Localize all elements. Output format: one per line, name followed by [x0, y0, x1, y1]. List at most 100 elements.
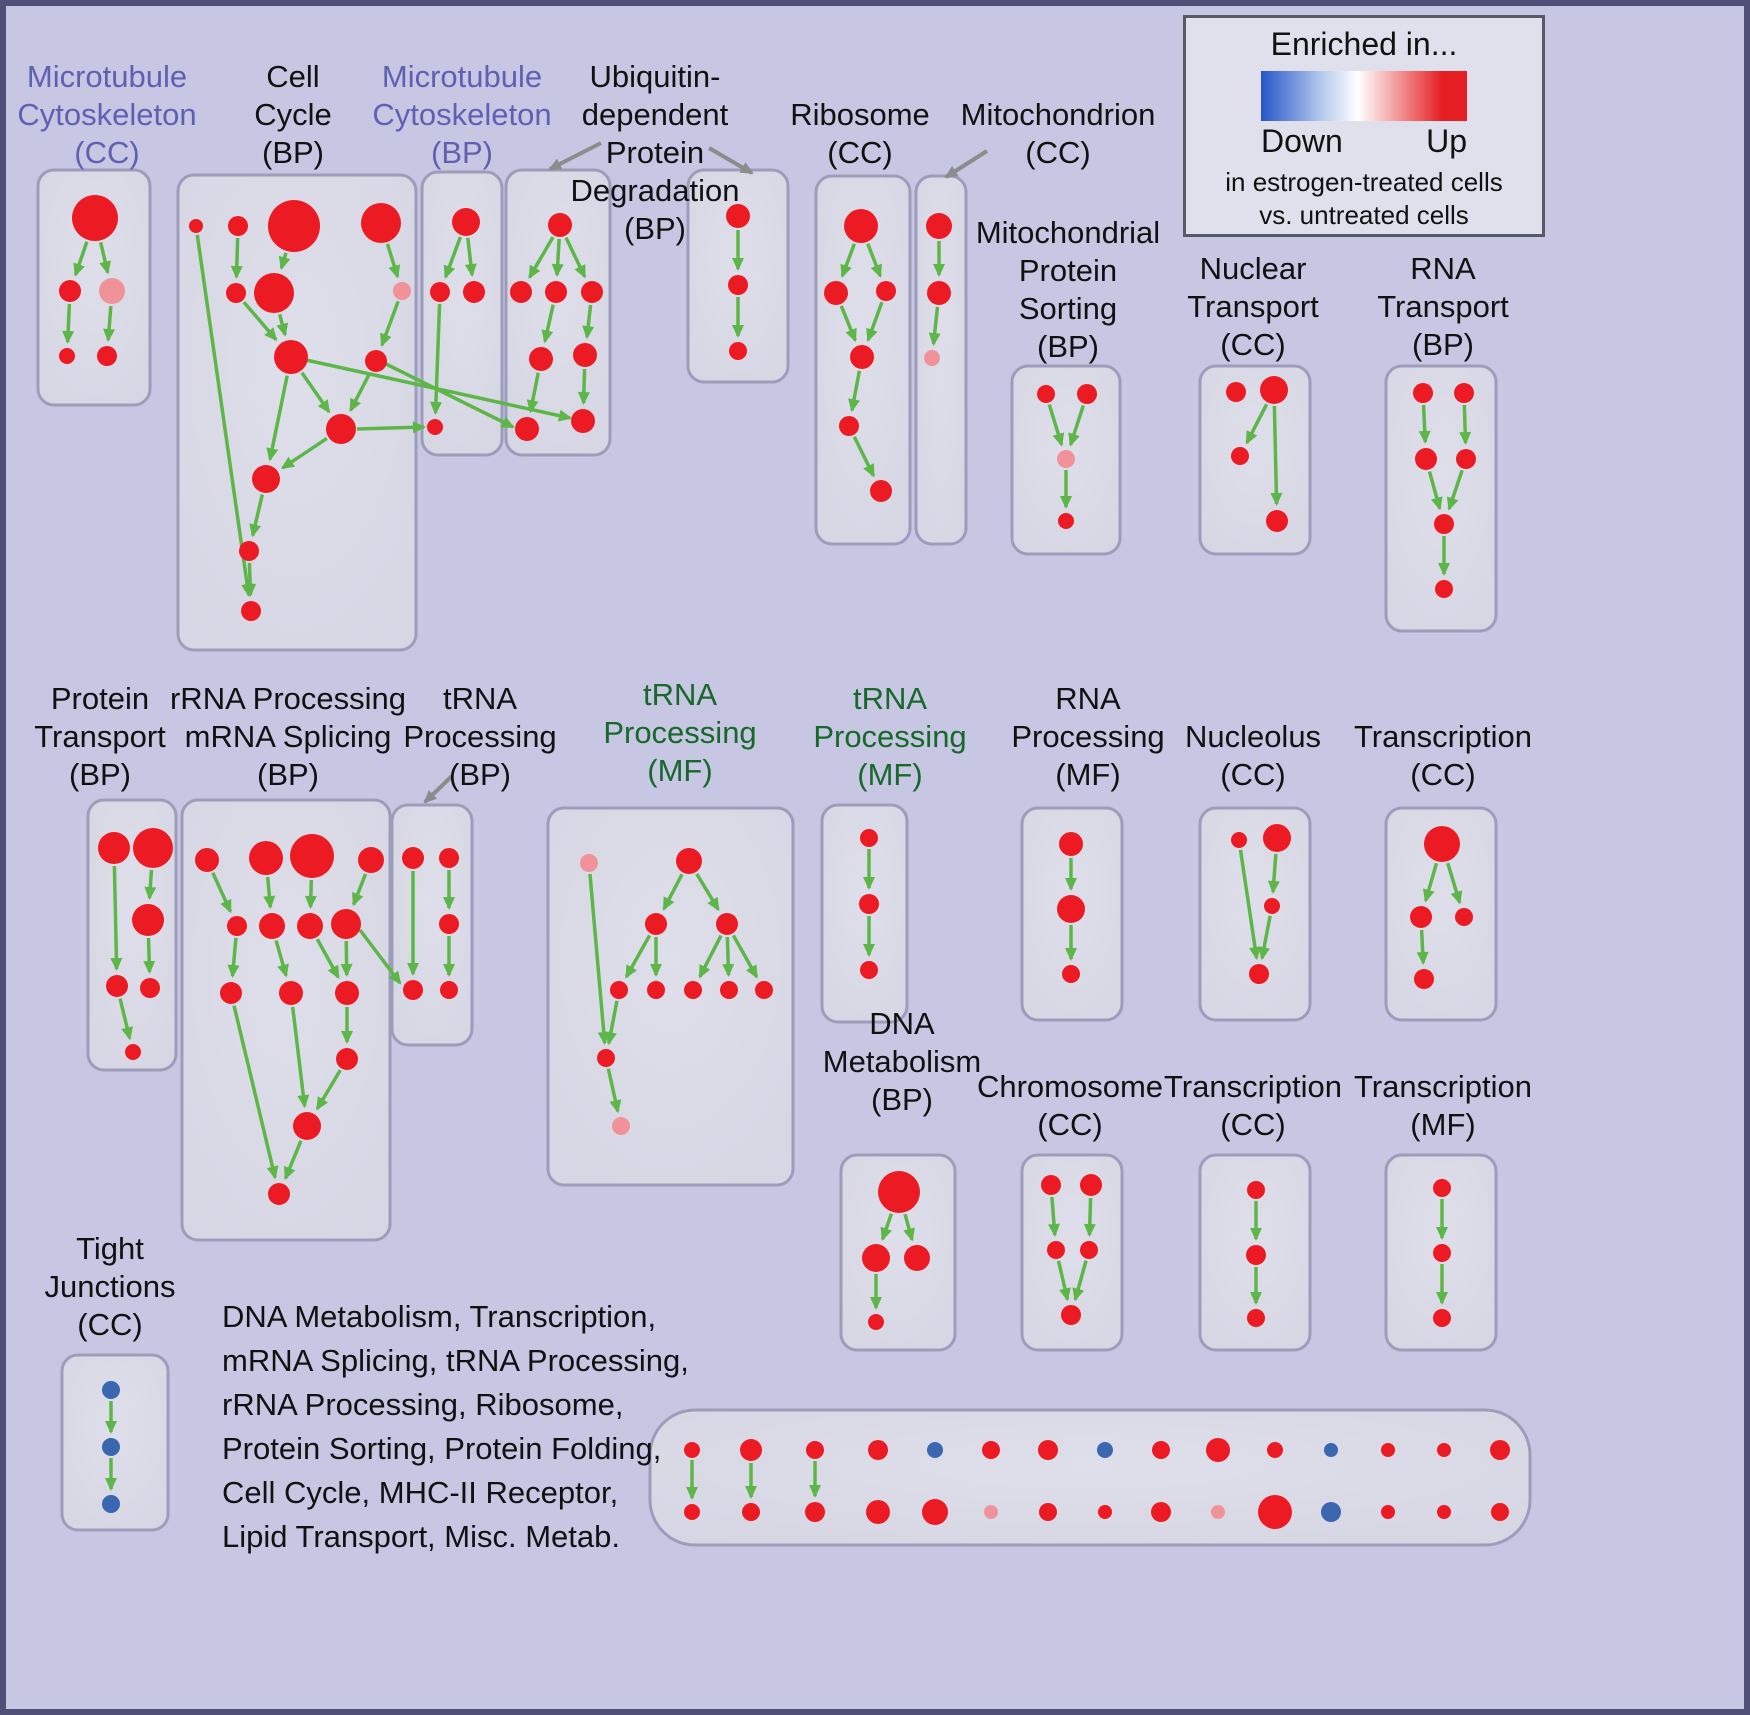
gene-node-red [403, 980, 423, 1000]
edge-arrow [1270, 405, 1283, 507]
gene-node-red [1490, 1440, 1510, 1460]
gene-node-red [427, 419, 443, 435]
gene-node-red [1249, 964, 1269, 984]
edge-arrow [839, 305, 857, 343]
gene-node-red [926, 213, 952, 239]
gene-node-blue [1321, 1502, 1341, 1522]
edge-arrow [62, 303, 75, 345]
gene-node-red [279, 981, 303, 1005]
gene-node-red [866, 1500, 890, 1524]
edge-arrow [110, 865, 123, 972]
edge-arrow [232, 1005, 279, 1180]
gene-node-red [922, 1499, 948, 1525]
gene-node-red [106, 975, 128, 997]
edge-arrow [278, 252, 291, 271]
gene-node-red [927, 281, 951, 305]
gene-node-pink [1211, 1505, 1225, 1519]
cross-edge-arrow [356, 421, 426, 434]
gene-node-red [982, 1441, 1000, 1459]
edge-arrow [283, 1140, 303, 1181]
edge-arrow [385, 243, 401, 279]
gene-node-pink [984, 1505, 998, 1519]
gene-node-red [868, 1314, 884, 1330]
gene-node-red [440, 981, 458, 999]
edge-arrow [230, 237, 243, 280]
gene-node-red [1047, 1241, 1065, 1259]
gene-node-red [729, 342, 747, 360]
edge-arrow [866, 301, 884, 342]
gene-node-red [1260, 376, 1288, 404]
gene-node-red [365, 350, 387, 372]
gene-node-pink [1057, 450, 1075, 468]
gene-node-red [1058, 513, 1074, 529]
gene-node-red [684, 1504, 700, 1520]
gene-node-red [274, 340, 308, 374]
legend-up-label: Up [1426, 123, 1467, 159]
gene-node-red [430, 282, 450, 302]
gene-node-red [1206, 1438, 1230, 1462]
panel-microtubule-cytoskeleton-cc [36, 168, 152, 407]
gene-node-red [297, 913, 323, 939]
edge-arrow [698, 934, 723, 979]
gene-node-red [904, 1245, 930, 1271]
edge-arrow [1418, 404, 1431, 445]
gene-node-red [1041, 1175, 1061, 1195]
gene-node-red [239, 541, 259, 561]
misc-pathways-label: DNA Metabolism, Transcription, mRNA Spli… [222, 1299, 689, 1554]
gene-node-red [268, 1183, 290, 1205]
gene-node-blue [102, 1381, 120, 1399]
edge-arrow [352, 873, 368, 907]
edge-arrow [1072, 1260, 1088, 1302]
edge-arrow [1068, 404, 1085, 447]
edge-arrow [73, 241, 89, 277]
gene-node-red [189, 219, 203, 233]
edge-arrow [1446, 469, 1464, 511]
gene-node-red [1059, 832, 1083, 856]
gene-node-red [220, 982, 242, 1004]
gene-node-red [1226, 382, 1246, 402]
gene-node-red [1061, 1305, 1081, 1325]
edge-arrow [263, 876, 276, 910]
gene-node-pink [924, 350, 940, 366]
gene-node-blue [102, 1438, 120, 1456]
edge-arrow [211, 872, 232, 914]
panel-rrna-processing-mrna-splicing-bp [180, 798, 392, 1242]
edge-arrow [1416, 929, 1429, 966]
gene-node-red [290, 834, 334, 878]
gene-node-red [97, 346, 117, 366]
edge-arrow [1048, 1196, 1060, 1238]
edge-arrow [1047, 403, 1065, 447]
edge-arrow [98, 241, 112, 275]
gene-node-red [1381, 1443, 1395, 1457]
gene-node-red [1433, 1244, 1451, 1262]
panel-microtubule-cytoskeleton-bp [420, 170, 504, 457]
edge-arrow [695, 872, 720, 912]
gene-node-red [361, 203, 401, 243]
panel-trna-processing-mf-small [820, 803, 909, 1024]
gene-node-red [335, 981, 359, 1005]
gene-node-red [1264, 898, 1280, 914]
panel-nucleolus-cc [1198, 806, 1312, 1022]
cross-edge-arrow [385, 362, 515, 429]
edge-arrow [429, 303, 442, 416]
gene-node-red [1247, 1309, 1265, 1327]
gene-node-red [720, 981, 738, 999]
gene-node-red [755, 981, 773, 999]
gene-node-pink [393, 282, 411, 300]
gene-node-red [824, 281, 848, 305]
gene-node-red [1414, 969, 1434, 989]
gene-node-red [132, 904, 164, 936]
gene-node-red [1057, 895, 1085, 923]
gene-node-red [439, 914, 459, 934]
gene-node-red [581, 281, 603, 303]
cross-edge-arrow [358, 928, 402, 985]
annotation-arrow [707, 146, 754, 175]
gene-node-blue [1324, 1443, 1338, 1457]
edge-arrow [526, 372, 540, 414]
gene-node-red [1433, 1309, 1451, 1327]
gene-node-red [259, 913, 285, 939]
edge-arrow [624, 934, 652, 979]
edge-arrow [1238, 849, 1261, 961]
gene-node-red [716, 913, 738, 935]
